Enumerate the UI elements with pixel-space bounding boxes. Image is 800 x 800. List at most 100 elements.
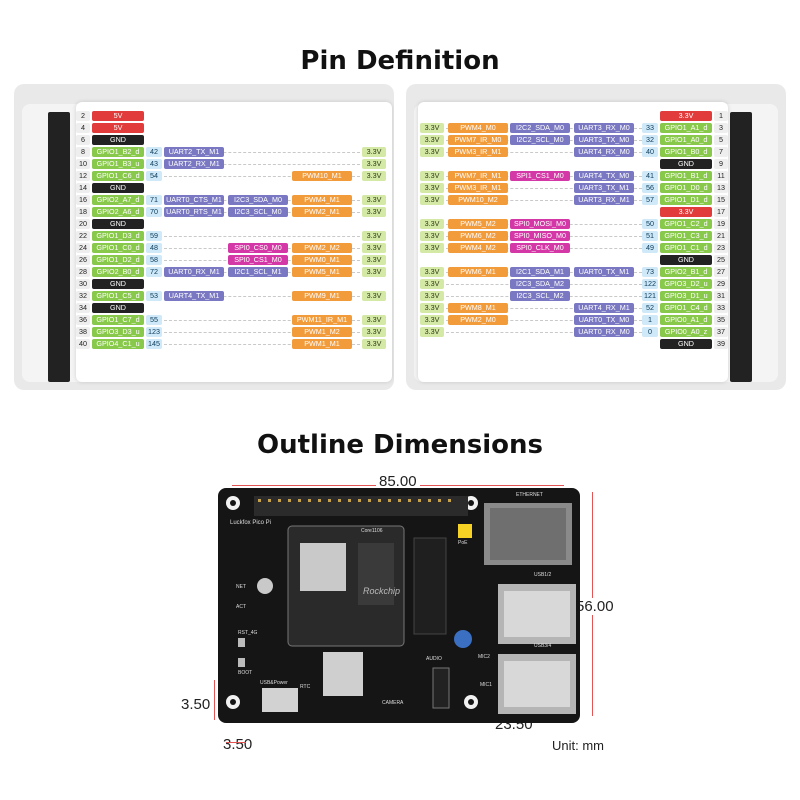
voltage-label: 3.3V [420, 147, 444, 157]
connector-line [446, 152, 642, 153]
gpio-index: 70 [146, 207, 162, 217]
pin-number: 33 [714, 303, 728, 313]
voltage-label: 3.3V [420, 135, 444, 145]
pin-function: PWM4_M0 [448, 123, 508, 133]
pin-number: 13 [714, 183, 728, 193]
pin-name: GPIO4_C1_u [92, 339, 144, 349]
voltage-label: 3.3V [420, 315, 444, 325]
gpio-index: 49 [642, 243, 658, 253]
audio-label: AUDIO [426, 656, 442, 662]
hole-x-dim: 3.50 [223, 736, 253, 753]
pin-name: GPIO1_C3_d [660, 231, 712, 241]
pin-number: 20 [76, 219, 90, 229]
hole-x-line [226, 742, 246, 743]
gpio-index: 57 [642, 195, 658, 205]
voltage-label: 3.3V [420, 171, 444, 181]
unit-label: Unit: mm [552, 738, 604, 753]
chip-brand: Rockchip [363, 586, 401, 596]
voltage-label: 3.3V [362, 339, 386, 349]
mic1-label: MIC1 [480, 682, 492, 688]
pin-name: GPIO0_A0_z [660, 327, 712, 337]
gpio-index: 121 [642, 291, 658, 301]
pin-function: SPI0_MOSI_M0 [510, 219, 570, 229]
voltage-label: 3.3V [420, 183, 444, 193]
pin-function: SPI0_MISO_M0 [510, 231, 570, 241]
voltage-label: 3.3V [420, 195, 444, 205]
usb-power-label: USB&Power [260, 680, 288, 686]
pin-number: 25 [714, 255, 728, 265]
pin-function: PWM1_M2 [292, 327, 352, 337]
pin-name: GPIO2_B1_d [660, 267, 712, 277]
pin-name: 5V [92, 123, 144, 133]
pin-name: GPIO1_B0_d [660, 147, 712, 157]
pin-name: GPIO1_D2_d [92, 255, 144, 265]
pin-number: 9 [714, 159, 728, 169]
pin-function: UART4_TX_M1 [164, 291, 224, 301]
boot-label: BOOT [238, 670, 253, 676]
pin-function: UART3_TX_M1 [574, 183, 634, 193]
pin-function: UART4_RX_M0 [574, 147, 634, 157]
gpio-index: 59 [146, 231, 162, 241]
voltage-label: 3.3V [362, 147, 386, 157]
act-label: ACT [236, 604, 246, 610]
pin-name: GPIO1_B2_d [92, 147, 144, 157]
pin-function: UART0_TX_M0 [574, 315, 634, 325]
voltage-label: 3.3V [420, 291, 444, 301]
gpio-index: 52 [642, 303, 658, 313]
pin-function: PWM6_M2 [448, 231, 508, 241]
pin-name: 3.3V [660, 111, 712, 121]
pin-name: GPIO1_C0_d [92, 243, 144, 253]
gpio-index: 145 [146, 339, 162, 349]
pin-name: GPIO1_C6_d [92, 171, 144, 181]
voltage-label: 3.3V [420, 219, 444, 229]
pin-function: UART0_TX_M1 [574, 267, 634, 277]
pin-number: 17 [714, 207, 728, 217]
pin-name: GPIO3_D1_u [660, 291, 712, 301]
pin-name: GND [660, 159, 712, 169]
connector-line [446, 332, 642, 333]
gpio-index: 71 [146, 195, 162, 205]
width-dim: 85.00 [376, 473, 420, 490]
pin-function: I2C3_SDA_M0 [228, 195, 288, 205]
pin-number: 10 [76, 159, 90, 169]
pin-function: I2C3_SCL_M2 [510, 291, 570, 301]
connector-line [164, 296, 360, 297]
pin-name: GPIO1_B1_d [660, 171, 712, 181]
voltage-label: 3.3V [420, 267, 444, 277]
poe-label: PoE [458, 540, 468, 546]
gpio-index: 56 [642, 183, 658, 193]
pin-name: GND [92, 303, 144, 313]
pin-number: 11 [714, 171, 728, 181]
voltage-label: 3.3V [362, 255, 386, 265]
pin-number: 39 [714, 339, 728, 349]
gpio-index: 73 [642, 267, 658, 277]
pin-function: PWM2_M0 [448, 315, 508, 325]
gpio-index: 40 [642, 147, 658, 157]
pin-number: 38 [76, 327, 90, 337]
usb34-label: USB3/4 [534, 643, 552, 649]
pin-number: 18 [76, 207, 90, 217]
voltage-label: 3.3V [420, 243, 444, 253]
connector-line [446, 320, 642, 321]
ethernet-label: ETHERNET [516, 492, 543, 498]
gpio-index: 72 [146, 267, 162, 277]
